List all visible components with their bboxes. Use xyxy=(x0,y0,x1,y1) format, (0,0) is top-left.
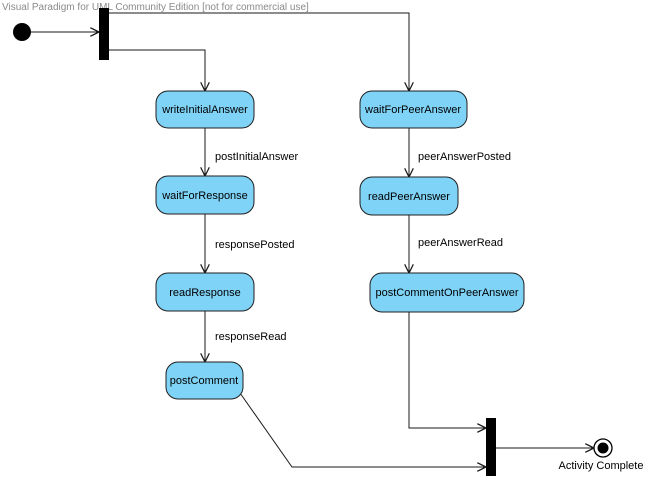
label-peer-answer-read: peerAnswerRead xyxy=(418,237,503,249)
join-bar[interactable] xyxy=(486,418,496,476)
fork-bar[interactable] xyxy=(99,8,109,60)
action-write-initial-answer[interactable]: writeInitialAnswer xyxy=(155,90,255,129)
action-label: postCommentOnPeerAnswer xyxy=(375,287,518,299)
action-post-comment-on-peer-answer[interactable]: postCommentOnPeerAnswer xyxy=(369,272,525,313)
action-label: readResponse xyxy=(169,287,241,299)
action-read-response[interactable]: readResponse xyxy=(155,272,255,312)
action-read-peer-answer[interactable]: readPeerAnswer xyxy=(359,176,459,216)
edge-post-comment-on-peer-answer-to-join[interactable] xyxy=(408,312,486,428)
action-label: waitForPeerAnswer xyxy=(364,104,461,116)
watermark-text: Visual Paradigm for UML Community Editio… xyxy=(2,2,309,13)
edge-fork-to-wait-for-peer-answer[interactable] xyxy=(109,12,409,91)
action-wait-for-peer-answer[interactable]: waitForPeerAnswer xyxy=(359,90,468,129)
edge-fork-to-write-initial-answer[interactable] xyxy=(109,49,205,91)
action-post-comment[interactable]: postComment xyxy=(165,361,244,400)
action-wait-for-response[interactable]: waitForResponse xyxy=(155,175,255,215)
action-label: postComment xyxy=(170,375,238,387)
label-response-posted: responsePosted xyxy=(215,239,295,251)
activity-complete-label: Activity Complete xyxy=(559,460,644,472)
initial-node[interactable] xyxy=(13,23,31,41)
action-label: readPeerAnswer xyxy=(368,191,450,203)
edge-post-comment-to-join[interactable] xyxy=(239,392,486,467)
label-response-read: responseRead xyxy=(215,331,287,343)
action-label: writeInitialAnswer xyxy=(161,104,248,116)
activity-final-node[interactable] xyxy=(593,438,613,458)
label-post-initial-answer: postInitialAnswer xyxy=(215,151,298,163)
label-peer-answer-posted: peerAnswerPosted xyxy=(418,151,511,163)
action-label: waitForResponse xyxy=(161,190,248,202)
